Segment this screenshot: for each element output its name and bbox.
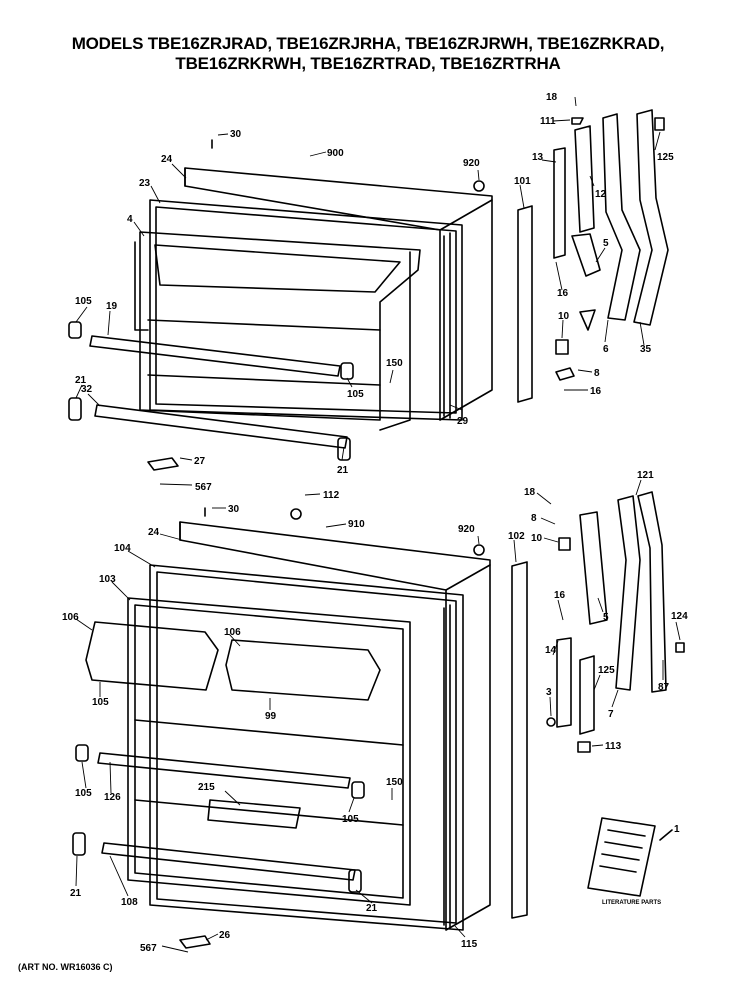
- fresh-food-door-hardware: [72, 507, 485, 949]
- freezer-door-gasket: [149, 199, 463, 421]
- leader-lines: [75, 96, 681, 953]
- callout-113: 113: [605, 741, 622, 752]
- callout-1: 1: [674, 824, 680, 835]
- callout-101: 101: [514, 176, 531, 187]
- callout-10-fresh: 10: [531, 533, 543, 544]
- art-number: (ART NO. WR16036 C): [18, 962, 113, 972]
- fresh-food-door-gasket: [149, 564, 464, 931]
- callout-18-freezer: 18: [546, 92, 558, 103]
- callout-111: 111: [540, 116, 556, 127]
- callout-112: 112: [323, 490, 340, 501]
- fresh-food-door-shelf-rails: [97, 752, 356, 881]
- callout-4: 4: [127, 214, 133, 225]
- callout-12: 12: [595, 189, 607, 200]
- callout-35: 35: [640, 344, 652, 355]
- callout-21-c: 21: [70, 888, 82, 899]
- callout-105-e: 105: [342, 814, 359, 825]
- callout-16-fresh: 16: [554, 590, 566, 601]
- literature-parts-booklet: [587, 817, 673, 897]
- callout-14: 14: [545, 645, 557, 656]
- callout-24-freezer: 24: [161, 154, 173, 165]
- callout-19: 19: [106, 301, 118, 312]
- callout-920-freezer: 920: [463, 158, 480, 169]
- callout-32: 32: [81, 384, 93, 395]
- callout-910: 910: [348, 519, 365, 530]
- callout-105-d: 105: [75, 788, 92, 799]
- freezer-hinge-parts: [553, 109, 669, 381]
- callout-labels: 30 900 920 24 23 4 105 19 105 150 21 32 …: [62, 92, 688, 954]
- models-title-line-1: MODELS TBE16ZRJRAD, TBE16ZRJRHA, TBE16ZR…: [71, 34, 665, 53]
- callout-8: 8: [594, 368, 600, 379]
- callout-27: 27: [194, 456, 206, 467]
- literature-parts-label: LITERATURE PARTS: [602, 900, 661, 906]
- callout-7: 7: [608, 709, 614, 720]
- callout-87: 87: [658, 682, 670, 693]
- callout-21-a: 21: [75, 375, 87, 386]
- callout-124: 124: [671, 611, 688, 622]
- callout-125-freezer: 125: [657, 152, 674, 163]
- models-title-line-2: TBE16ZRKRWH, TBE16ZRTRAD, TBE16ZRTRHA: [175, 54, 561, 73]
- freezer-door-lower-rail: [94, 404, 348, 449]
- fresh-food-door-bins: [85, 621, 381, 829]
- callout-215: 215: [198, 782, 215, 793]
- callout-10-freezer: 10: [558, 311, 570, 322]
- callout-104: 104: [114, 543, 131, 554]
- callout-23: 23: [139, 178, 151, 189]
- callout-900: 900: [327, 148, 344, 159]
- callout-125-fresh: 125: [598, 665, 615, 676]
- callout-26: 26: [219, 930, 231, 941]
- callout-99: 99: [265, 711, 277, 722]
- callout-21-b: 21: [337, 465, 349, 476]
- callout-3: 3: [546, 687, 552, 698]
- callout-126: 126: [104, 792, 121, 803]
- callout-16-freezer-b: 16: [590, 386, 602, 397]
- callout-102: 102: [508, 531, 525, 542]
- callout-105-c: 105: [92, 697, 109, 708]
- callout-18-fresh: 18: [524, 487, 536, 498]
- callout-5-fresh: 5: [603, 612, 609, 623]
- callout-103: 103: [99, 574, 116, 585]
- callout-5-freezer: 5: [603, 238, 609, 249]
- callout-30-freezer: 30: [230, 129, 242, 140]
- callout-24-fresh: 24: [148, 527, 160, 538]
- callout-920-fresh: 920: [458, 524, 475, 535]
- callout-105-b: 105: [347, 389, 364, 400]
- callout-106-a: 106: [62, 612, 79, 623]
- callout-567-freezer: 567: [195, 482, 212, 493]
- callout-13: 13: [532, 152, 544, 163]
- callout-16-freezer-a: 16: [557, 288, 569, 299]
- fresh-food-door-liner: [127, 597, 411, 906]
- callout-150-fresh: 150: [386, 777, 403, 788]
- callout-108: 108: [121, 897, 138, 908]
- callout-106-b: 106: [224, 627, 241, 638]
- freezer-door-hardware: [68, 139, 485, 520]
- freezer-door-shelf-rail: [89, 335, 341, 377]
- callout-115: 115: [461, 939, 478, 950]
- callout-21-d: 21: [366, 903, 378, 914]
- callout-6: 6: [603, 344, 609, 355]
- fresh-food-hinge-parts: [546, 491, 685, 753]
- fresh-food-door-handle: [511, 561, 528, 919]
- callout-121: 121: [637, 470, 654, 481]
- freezer-door-liner: [134, 231, 421, 431]
- callout-567-fresh: 567: [140, 943, 157, 954]
- freezer-door-handle: [517, 205, 533, 403]
- callout-30-fresh: 30: [228, 504, 240, 515]
- callout-8-fresh: 8: [531, 513, 537, 524]
- callout-105-a: 105: [75, 296, 92, 307]
- callout-150-freezer: 150: [386, 358, 403, 369]
- fresh-food-door-outer-panel: [179, 521, 491, 931]
- callout-29: 29: [457, 416, 469, 427]
